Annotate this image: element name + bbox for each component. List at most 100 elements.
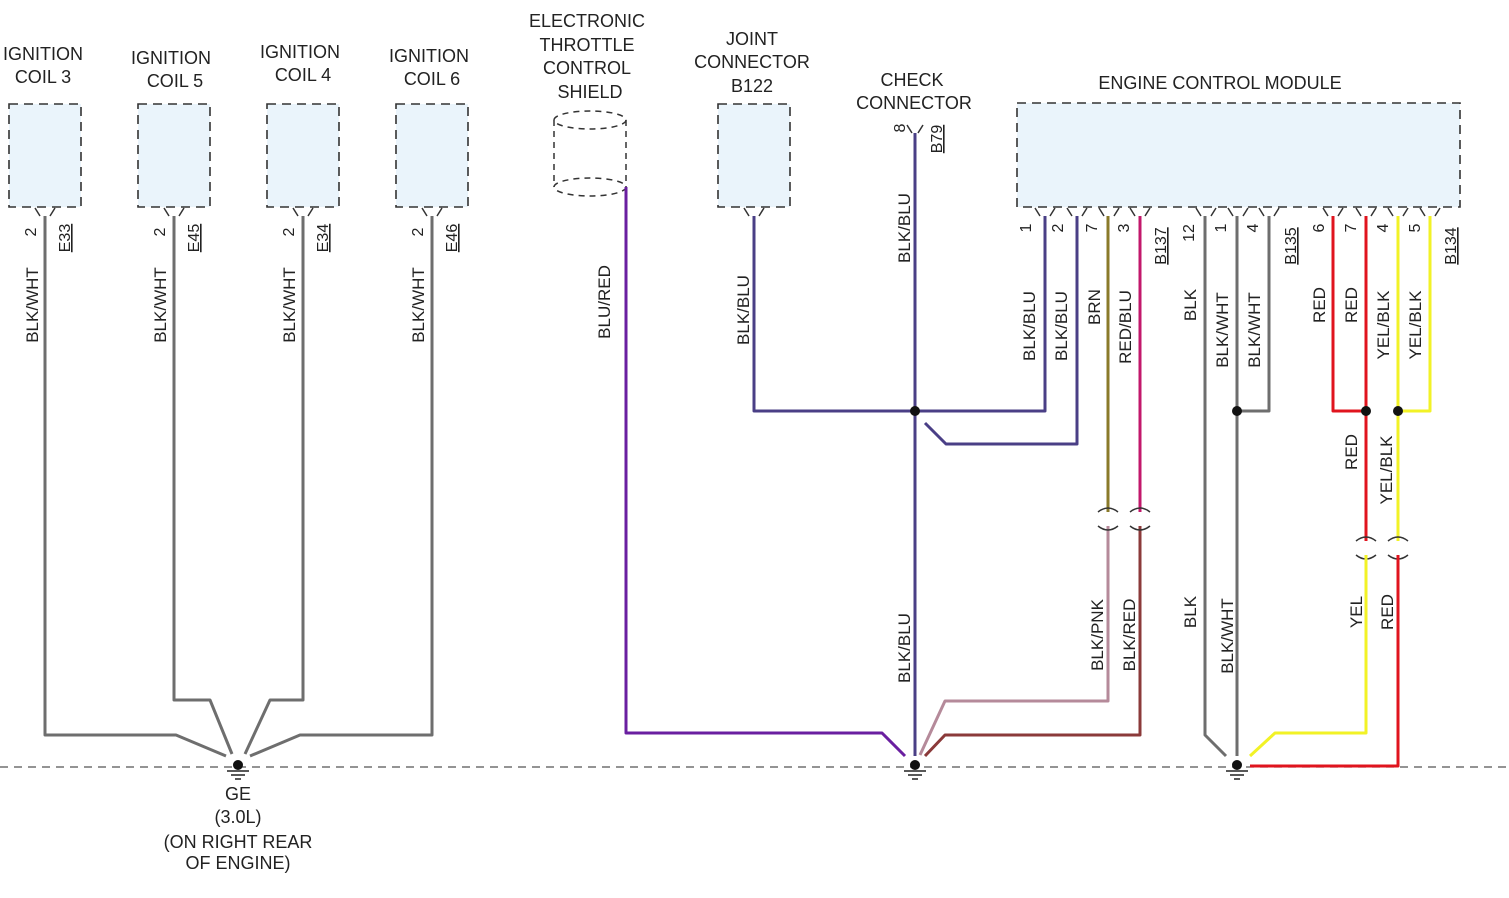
ground-icon xyxy=(904,770,926,780)
wire-label: BLK/PNK xyxy=(1088,598,1107,670)
component-box xyxy=(395,103,469,208)
wire-label: BLK/WHT xyxy=(1213,292,1232,368)
pin-number: 5 xyxy=(1407,223,1424,232)
wire-blk-wht[interactable] xyxy=(172,216,234,755)
component-label: ENGINE CONTROL MODULE xyxy=(1098,73,1341,93)
splice-dot xyxy=(1393,406,1403,416)
component-box xyxy=(717,103,791,208)
component-label: IGNITION xyxy=(389,46,469,66)
pin-number: 4 xyxy=(1245,223,1262,232)
wire-label: BLK/WHT xyxy=(280,267,299,343)
pin-number: 2 xyxy=(23,227,40,236)
wire-label: YEL/BLK xyxy=(1377,435,1396,505)
wire-label: BLK/BLU xyxy=(895,193,914,263)
wire-blk-pnk[interactable] xyxy=(918,526,1110,756)
pin-number: 1 xyxy=(1213,223,1230,232)
component-label: SHIELD xyxy=(557,82,622,102)
component-box xyxy=(8,103,82,208)
wire-blk-wht[interactable] xyxy=(243,216,305,755)
wire-yel-blk[interactable] xyxy=(1398,216,1432,413)
wire-label: YEL/BLK xyxy=(1406,290,1425,360)
ground-name: GE xyxy=(225,784,251,804)
pin-number: 2 xyxy=(1050,223,1067,232)
ignition-coil-3[interactable]: IGNITION COIL 3 2 E33 xyxy=(3,44,83,252)
wire-yel[interactable] xyxy=(1248,555,1368,758)
wire-label: BRN xyxy=(1085,289,1104,325)
engine-control-module[interactable]: ENGINE CONTROL MODULE 1 2 7 3 B137 12 1 … xyxy=(1016,73,1461,265)
component-label: B122 xyxy=(731,76,773,96)
pin-terminal xyxy=(163,207,185,217)
ground-variant: (3.0L) xyxy=(214,807,261,827)
component-label: CONTROL xyxy=(543,58,631,78)
ground-splice-dot xyxy=(910,760,920,770)
component-label: ELECTRONIC xyxy=(529,11,645,31)
joint-connector-b122[interactable]: JOINT CONNECTOR B122 xyxy=(694,29,810,217)
wire-label: BLK/WHT xyxy=(151,267,170,343)
ground-location: (ON RIGHT REAR xyxy=(164,832,313,852)
wire-label: BLK/BLU xyxy=(1052,291,1071,361)
coil-ground-wires xyxy=(43,216,434,758)
splice-dot xyxy=(1361,406,1371,416)
wire-label: RED xyxy=(1342,287,1361,323)
ground-splice-dot xyxy=(233,760,243,770)
electronic-throttle-control-shield[interactable]: ELECTRONIC THROTTLE CONTROL SHIELD xyxy=(529,11,645,197)
wire-blk-wht[interactable] xyxy=(1237,216,1271,413)
wire-blk-red[interactable] xyxy=(923,526,1142,758)
ground-ge[interactable]: GE (3.0L) (ON RIGHT REAR OF ENGINE) xyxy=(164,760,313,873)
component-label: CONNECTOR xyxy=(694,52,810,72)
pin-number: 2 xyxy=(281,227,298,236)
component-box xyxy=(266,103,340,208)
wire-label: RED xyxy=(1310,287,1329,323)
wire-label: BLK/WHT xyxy=(1245,292,1264,368)
pin-number: 12 xyxy=(1181,224,1198,242)
ground-center[interactable] xyxy=(904,760,926,780)
ignition-coil-4[interactable]: IGNITION COIL 4 2 E34 xyxy=(260,42,340,252)
pin-terminal xyxy=(292,207,314,217)
wire-label: BLK/BLU xyxy=(734,275,753,345)
wire-label: BLU/RED xyxy=(595,265,614,339)
wire-red[interactable] xyxy=(1331,216,1366,413)
wire-label: BLK xyxy=(1181,595,1200,628)
connector-id: E45 xyxy=(186,224,203,253)
component-box xyxy=(1016,102,1461,208)
ignition-coil-5[interactable]: IGNITION COIL 5 2 E45 xyxy=(131,48,211,252)
splice-dot xyxy=(910,406,920,416)
wire-label: RED/BLU xyxy=(1116,290,1135,364)
component-label: COIL 3 xyxy=(15,67,71,87)
wire-label: BLK/WHT xyxy=(1218,598,1237,674)
connector-id: E46 xyxy=(444,224,461,253)
ignition-coil-6[interactable]: IGNITION COIL 6 2 E46 xyxy=(389,46,469,252)
wire-red[interactable] xyxy=(1250,555,1400,768)
wire-blk-blu[interactable] xyxy=(923,216,1079,446)
wire-label: RED xyxy=(1342,434,1361,470)
inline-connector-icon xyxy=(1355,536,1409,560)
wire-blk[interactable] xyxy=(1203,216,1228,758)
pin-number: 7 xyxy=(1343,223,1360,232)
wire-blk-wht[interactable] xyxy=(249,216,434,758)
pin-number: 4 xyxy=(1375,223,1392,232)
pin-number: 3 xyxy=(1116,223,1133,232)
pin-terminal xyxy=(34,207,56,217)
inline-connector-icon xyxy=(1097,507,1151,531)
wire-blk-wht[interactable] xyxy=(43,216,227,758)
wire-label: BLK/RED xyxy=(1120,599,1139,672)
ground-splice-dot xyxy=(1232,760,1242,770)
wire-label: BLK/WHT xyxy=(409,267,428,343)
pin-number: 8 xyxy=(892,123,909,132)
wire-blu-red[interactable] xyxy=(624,187,907,758)
check-connector-b79[interactable]: CHECK CONNECTOR 8 B79 xyxy=(856,70,972,153)
wire-blk-blu[interactable] xyxy=(752,216,915,413)
component-label: COIL 5 xyxy=(147,71,203,91)
component-label: COIL 4 xyxy=(275,65,331,85)
wire-label: BLK/WHT xyxy=(23,267,42,343)
ground-right[interactable] xyxy=(1226,760,1248,780)
ground-location: OF ENGINE) xyxy=(185,853,290,873)
wire-blk-blu[interactable] xyxy=(915,216,1047,413)
component-label: IGNITION xyxy=(3,44,83,64)
component-label: THROTTLE xyxy=(539,35,634,55)
pin-number: 1 xyxy=(1018,223,1035,232)
connector-id: E34 xyxy=(315,224,332,253)
component-label: CHECK xyxy=(880,70,943,90)
pin-terminal xyxy=(421,207,443,217)
